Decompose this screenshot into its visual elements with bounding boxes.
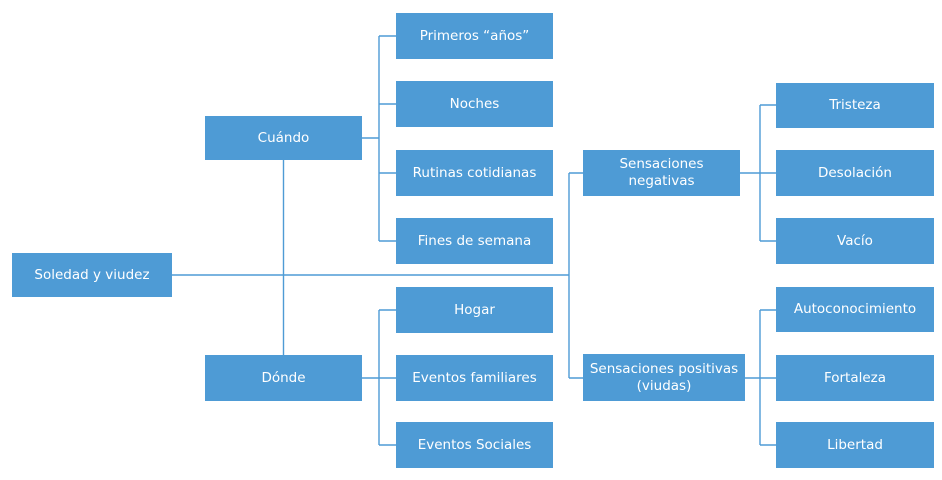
node-label: Sensaciones negativas [619,156,704,189]
node-label: Noches [449,95,500,112]
node-label: Sensaciones positivas (viudas) [589,360,739,394]
node-label: Cuándo [257,129,310,146]
node-fortaleza: Fortaleza [776,355,934,401]
node-label: Tristeza [829,97,881,114]
node-libertad: Libertad [776,422,934,468]
node-noches: Noches [396,81,553,127]
node-desolacion: Desolación [776,150,934,196]
node-label: Dónde [261,369,306,386]
node-primeros-anos: Primeros “años” [396,13,553,59]
node-tristeza: Tristeza [776,83,934,128]
node-sensaciones-positivas: Sensaciones positivas (viudas) [583,354,745,401]
node-fines-de-semana: Fines de semana [396,218,553,264]
node-label: Hogar [454,301,495,318]
node-label: Desolación [817,164,892,181]
node-soledad-y-viudez: Soledad y viudez [12,253,172,297]
node-autoconocimiento: Autoconocimiento [776,287,934,332]
node-eventos-familiares: Eventos familiares [396,355,553,401]
node-label: Soledad y viudez [34,266,150,283]
node-label: Eventos Sociales [417,436,532,453]
node-label: Eventos familiares [412,369,537,386]
node-label: Fortaleza [823,369,887,386]
node-label: Autoconocimiento [793,301,917,318]
node-vacio: Vacío [776,218,934,264]
node-label: Fines de semana [417,232,532,249]
node-label: Primeros “años” [419,27,530,44]
node-eventos-sociales: Eventos Sociales [396,422,553,468]
node-label: Vacío [837,232,873,249]
node-cuando: Cuándo [205,116,362,160]
node-donde: Dónde [205,355,362,401]
node-sensaciones-negativas: Sensaciones negativas [583,150,740,196]
connector-path [172,35,776,446]
node-label: Rutinas cotidianas [412,164,537,181]
node-label: Libertad [827,436,883,453]
node-hogar: Hogar [396,287,553,333]
node-rutinas-cotidianas: Rutinas cotidianas [396,150,553,196]
